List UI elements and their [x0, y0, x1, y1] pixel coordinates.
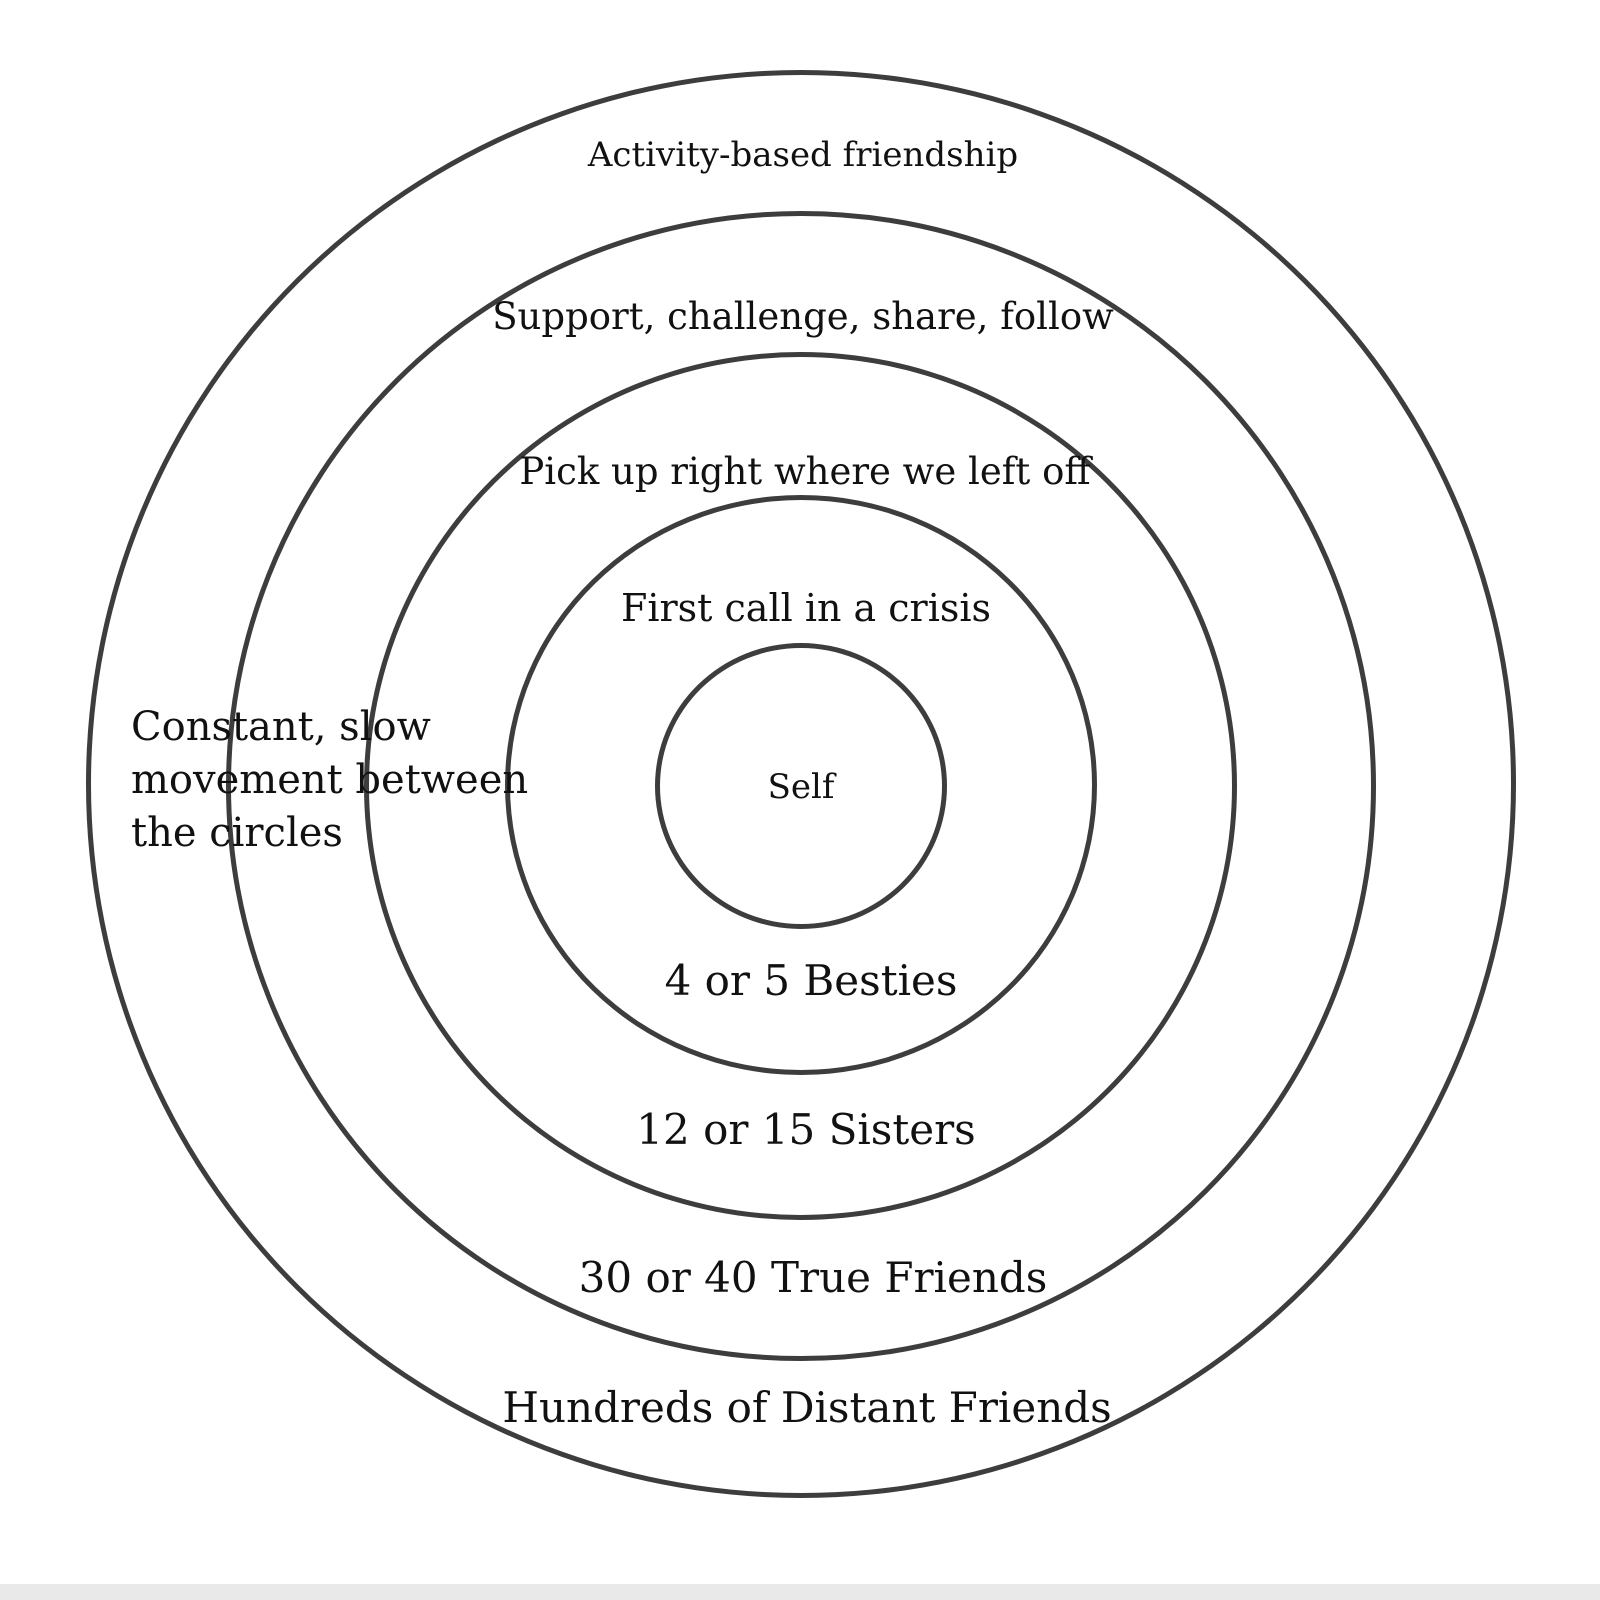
side-note-movement: Constant, slow movement between the circ… [131, 701, 531, 860]
side-note-line-2: movement between [131, 757, 529, 803]
label-first-call-in-crisis: First call in a crisis [620, 586, 992, 630]
label-support-challenge: Support, challenge, share, follow [492, 295, 1114, 338]
bottom-border [0, 1584, 1600, 1600]
label-besties: 4 or 5 Besties [664, 956, 958, 1005]
label-activity-based-friendship: Activity-based friendship [587, 135, 1019, 175]
circle-true-friends [226, 211, 1376, 1361]
label-true-friends: 30 or 40 True Friends [578, 1253, 1048, 1302]
side-note-line-1: Constant, slow [131, 704, 431, 750]
circle-besties [505, 495, 1097, 1075]
side-note-line-3: the circles [131, 810, 343, 856]
outer-circle-distant-friends [86, 70, 1516, 1498]
label-pick-up-where-left-off: Pick up right where we left off [519, 450, 1091, 493]
label-sisters: 12 or 15 Sisters [636, 1105, 976, 1154]
circle-sisters [364, 352, 1237, 1220]
inner-circle-self [655, 643, 947, 929]
label-self: Self [767, 767, 835, 807]
label-distant-friends: Hundreds of Distant Friends [502, 1383, 1112, 1432]
